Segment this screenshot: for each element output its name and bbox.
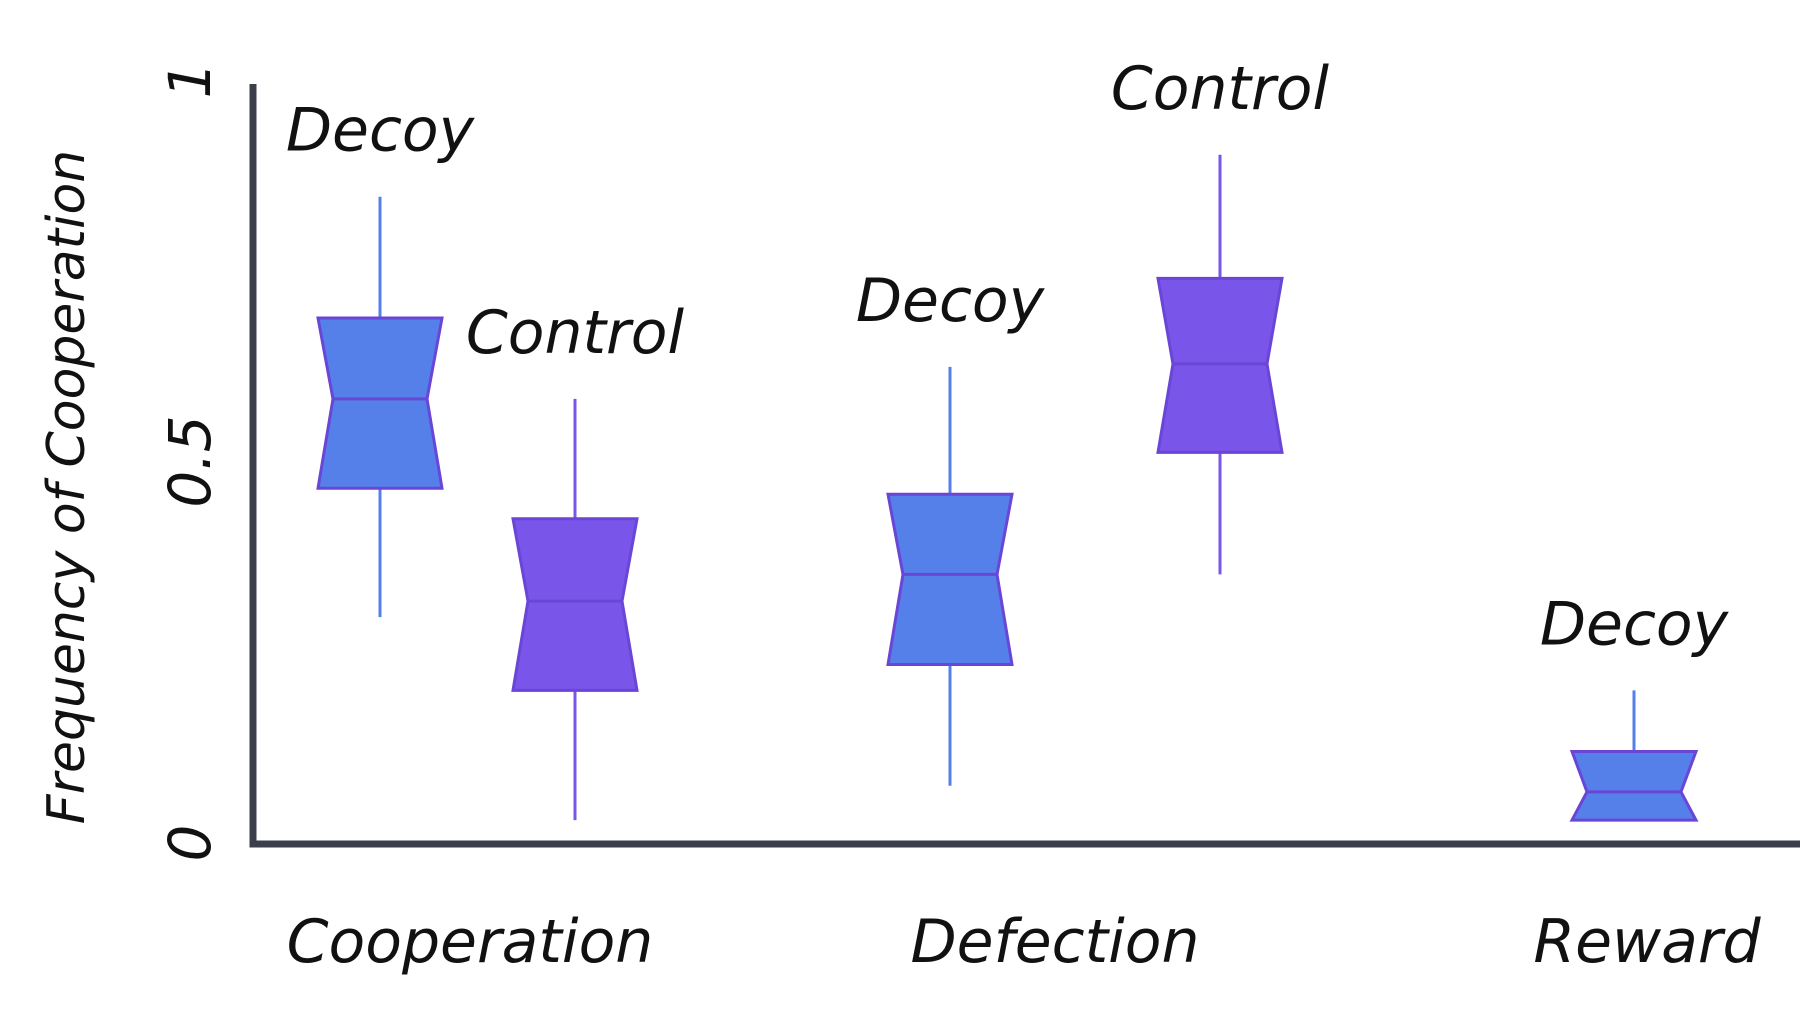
- boxes: [316, 154, 1699, 822]
- x-category-label: Reward: [1533, 907, 1761, 977]
- box-label: Decoy: [286, 96, 476, 166]
- box-body: [511, 517, 639, 692]
- box-reward-decoy: [1569, 690, 1699, 822]
- y-axis-label: Frequency of Cooperation: [37, 150, 97, 825]
- y-tick-labels: 00.51: [156, 62, 224, 862]
- box-defection-control: [1156, 154, 1284, 575]
- y-tick-label: 0: [156, 825, 224, 862]
- x-category-labels: Cooperation Defection Reward: [287, 907, 1762, 977]
- axes: [249, 84, 1800, 848]
- x-category-label: Defection: [910, 907, 1199, 977]
- x-category-label: Cooperation: [287, 907, 654, 977]
- box-body: [1156, 276, 1284, 454]
- box-cooperation-decoy: [316, 196, 444, 618]
- box-cooperation-control: [511, 398, 639, 821]
- box-label: Decoy: [856, 266, 1046, 336]
- box-body: [886, 492, 1014, 666]
- box-label: Control: [466, 298, 685, 368]
- y-tick-label: 0.5: [156, 415, 224, 507]
- box-body: [1569, 749, 1699, 822]
- box-body: [316, 316, 444, 490]
- box-label: Decoy: [1540, 589, 1730, 659]
- y-tick-label: 1: [156, 62, 224, 99]
- box-defection-decoy: [886, 366, 1014, 786]
- box-label: Control: [1111, 54, 1330, 124]
